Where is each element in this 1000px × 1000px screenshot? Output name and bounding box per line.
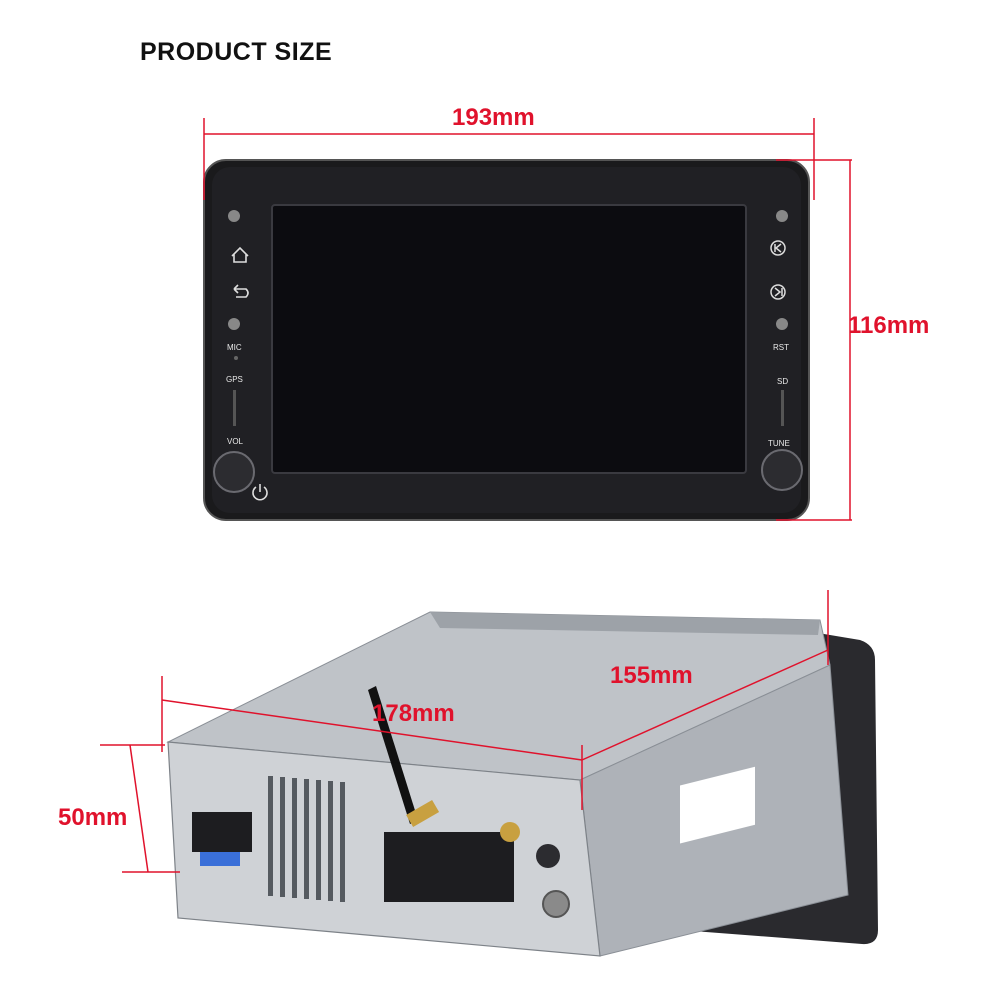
previous-icon [770, 240, 786, 256]
connector-icon [192, 812, 252, 852]
page-title: PRODUCT SIZE [140, 38, 333, 66]
side-dimension-label: 155mm [610, 662, 693, 689]
power-icon [252, 484, 268, 501]
sd-slot-icon [781, 390, 784, 426]
gps-label: GPS [226, 375, 243, 384]
button-icon [228, 318, 240, 330]
tune-knob-icon [761, 449, 803, 491]
screen [271, 204, 747, 474]
vol-label: VOL [227, 437, 244, 446]
radio-jack-icon [536, 844, 560, 868]
volume-knob-icon [213, 451, 255, 493]
mic-label: MIC [227, 343, 242, 352]
mic-hole-icon [234, 356, 238, 360]
rear-view [166, 611, 878, 957]
button-icon [776, 318, 788, 330]
screw-icon [776, 210, 788, 222]
gps-slot-icon [233, 390, 236, 426]
width-dimension-line [203, 118, 815, 200]
play-pause-icon [770, 284, 786, 300]
depth-dimension-line [161, 676, 583, 810]
fan-port-icon [542, 890, 570, 918]
chassis-height-label: 50mm [58, 804, 128, 831]
side-dimension-line [581, 590, 829, 761]
height-dimension-line [776, 159, 852, 521]
vent-grille-icon [268, 776, 345, 902]
barcode-label-icon [680, 766, 755, 844]
height-dimension-label: 116mm [848, 312, 930, 339]
back-icon [233, 284, 249, 298]
chassis-height-dimension-line [100, 744, 180, 873]
screw-icon [228, 210, 240, 222]
depth-dimension-label: 178mm [372, 700, 455, 727]
antenna-icon [368, 686, 418, 824]
front-view [203, 159, 810, 521]
harness-connector-icon [384, 832, 514, 902]
rst-label: RST [773, 343, 789, 352]
sd-label: SD [777, 377, 789, 386]
width-dimension-label: 193mm [452, 104, 535, 131]
home-icon [231, 246, 249, 263]
antenna-jack-icon [500, 822, 520, 842]
tune-label: TUNE [768, 439, 790, 448]
fuse-icon [200, 852, 240, 866]
